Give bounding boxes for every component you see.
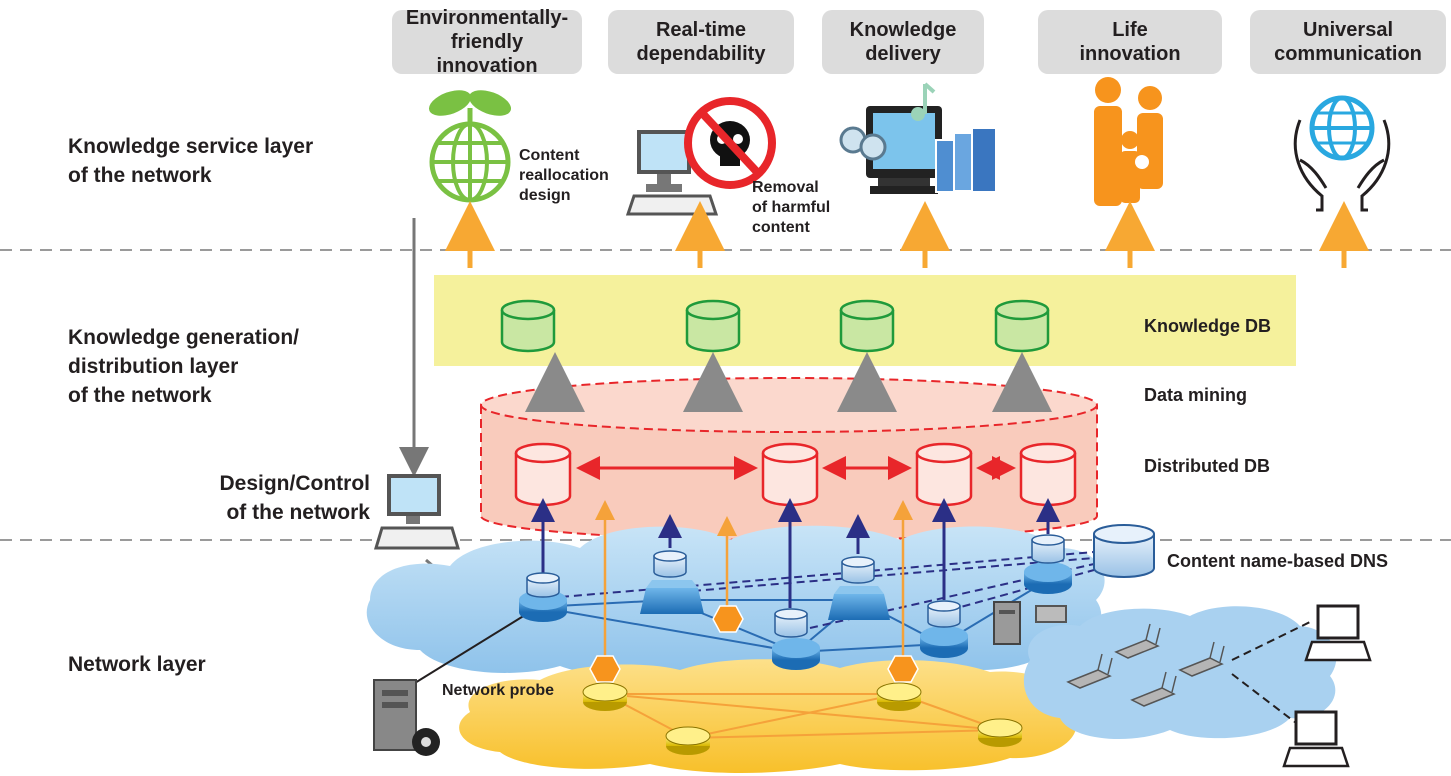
layer-line1: Knowledge service layer	[68, 135, 314, 158]
layer-line2: distribution layer	[68, 355, 239, 378]
control-terminal-icon	[373, 474, 461, 550]
switch-icon	[828, 586, 890, 620]
layer-line1: Knowledge generation/	[68, 326, 300, 349]
knowledge-db-cylinders	[500, 299, 1050, 353]
content-dns-label: Content name-based DNS	[1167, 551, 1389, 571]
knowledge-db-label: Knowledge DB	[1144, 316, 1272, 336]
wireless-ap-icon	[1130, 671, 1177, 707]
media-server-icon	[373, 679, 440, 756]
wireless-ap-icon	[1066, 653, 1113, 689]
wireless-cloud	[1023, 606, 1337, 740]
router-icon	[920, 626, 968, 658]
yellow-router-icon	[876, 682, 922, 711]
tag-environmentally-friendly: Environmentally-friendly innovation	[392, 7, 582, 77]
router-icon	[772, 638, 820, 670]
layer-label-network: Network layer	[68, 653, 206, 676]
layer-label-design-control: Design/Control of the network	[214, 469, 371, 527]
tag-line1: Life	[1112, 19, 1148, 41]
server-link	[409, 606, 539, 687]
tag-line1: Universal	[1302, 19, 1394, 41]
tag-line2: innovation	[1079, 43, 1181, 65]
laptop-icon	[1282, 710, 1350, 768]
label-line2: of harmful	[752, 199, 831, 216]
data-mining-arrows	[525, 352, 1052, 412]
cache-db-icon	[526, 572, 560, 598]
server-icon	[993, 601, 1067, 645]
label-line2: reallocation	[519, 167, 609, 184]
label-line3: design	[519, 187, 571, 204]
laptop-icon	[1304, 604, 1372, 662]
tag-line2: delivery	[865, 43, 941, 65]
sprout-globe-icon	[428, 90, 512, 203]
probe-routers	[582, 682, 1023, 755]
tag-line2: friendly innovation	[436, 31, 538, 77]
layer-label-service: Knowledge service layer of the network	[68, 132, 313, 190]
dns-db-icon	[1093, 524, 1155, 578]
tag-line1: Real-time	[655, 19, 747, 41]
yellow-router-icon	[977, 718, 1023, 747]
distributed-db-label: Distributed DB	[1144, 456, 1270, 476]
monitor-books-icon	[839, 82, 997, 194]
layer-line2: of the network	[68, 164, 212, 187]
data-mining-label: Data mining	[1144, 385, 1248, 405]
probe-hexagon-icon	[887, 655, 919, 683]
layer-label-generation: Knowledge generation/ distribution layer…	[68, 323, 299, 410]
network-probe-label: Network probe	[442, 682, 555, 699]
yellow-router-icon	[582, 682, 628, 711]
tag-line2: dependability	[636, 43, 766, 65]
wireless-ap-icon	[1114, 623, 1161, 659]
label-line3: content	[752, 219, 810, 236]
probe-hexagons	[589, 605, 919, 683]
uplink-arrows	[531, 498, 1060, 608]
router-db-nodes	[519, 534, 1072, 670]
wireless-client-links	[1231, 621, 1311, 727]
layer-line3: of the network	[68, 384, 212, 407]
tag-line2: communication	[1274, 43, 1422, 65]
cache-db-icon	[653, 550, 687, 578]
layer-line2: of the network	[226, 501, 370, 524]
cache-db-icon	[927, 600, 961, 628]
wireless-ap-group	[1066, 623, 1225, 707]
content-reallocation-label: Content reallocation design	[519, 146, 609, 206]
label-line1: Content	[519, 147, 580, 164]
label-line1: Removal	[752, 179, 819, 196]
hands-globe-icon	[1293, 95, 1391, 212]
cache-db-icon	[774, 608, 808, 638]
router-icon	[1024, 562, 1072, 594]
no-skull-icon	[684, 97, 776, 189]
probe-hexagon-icon	[712, 605, 744, 633]
family-icon	[1094, 77, 1163, 206]
tag-line1: Environmentally-	[405, 7, 569, 29]
wireless-ap-icon	[1178, 641, 1225, 677]
tag-line1: Knowledge	[849, 19, 957, 41]
service-arrows	[445, 201, 1369, 268]
probe-uplinks	[595, 500, 913, 656]
probe-hexagon-icon	[589, 655, 621, 683]
yellow-router-icon	[665, 726, 711, 755]
cache-db-icon	[1031, 534, 1065, 564]
switch-icon	[640, 580, 704, 614]
probe-cloud	[459, 659, 1077, 773]
cache-db-icon	[841, 556, 875, 584]
removal-label: Removal of harmful content	[752, 178, 830, 238]
layer-line1: Design/Control	[219, 472, 371, 495]
